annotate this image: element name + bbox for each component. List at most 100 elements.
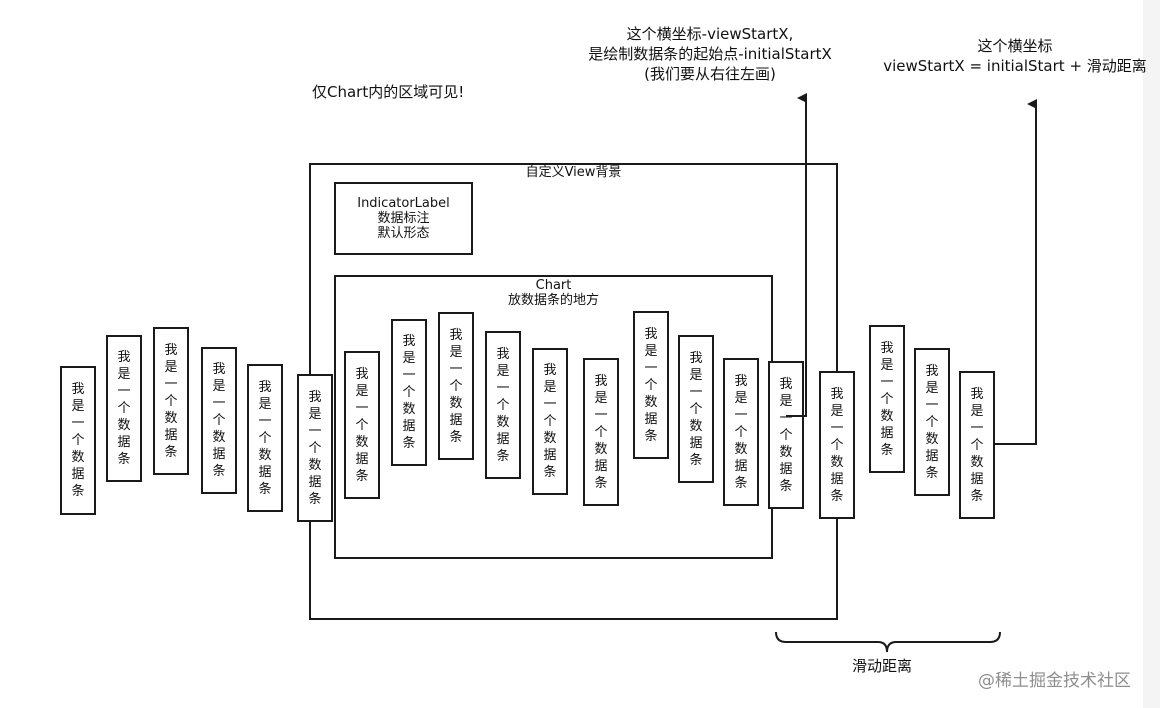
view-start-top-line-1: 这个横坐标-viewStartX, bbox=[626, 25, 794, 43]
bar-character: 条 bbox=[734, 475, 748, 491]
data-bar: 我是一个数据条 bbox=[391, 319, 427, 466]
indicator-line-3: 默认形态 bbox=[377, 226, 430, 241]
bar-character: 一 bbox=[644, 360, 658, 376]
bar-character: 据 bbox=[164, 427, 178, 443]
data-bar: 我是一个数据条 bbox=[819, 371, 855, 519]
custom-view-title: 自定义View背景 bbox=[525, 165, 622, 180]
bar-character: 个 bbox=[543, 414, 557, 429]
bar-character: 条 bbox=[308, 491, 322, 507]
bar-character: 我 bbox=[689, 350, 703, 366]
bar-character: 个 bbox=[880, 391, 894, 407]
data-bar: 我是一个数据条 bbox=[768, 361, 804, 509]
view-start-right-line-1: 这个横坐标 bbox=[977, 37, 1053, 55]
bar-character: 条 bbox=[496, 448, 510, 464]
bar-character: 一 bbox=[402, 368, 416, 383]
bar-character: 据 bbox=[117, 435, 131, 450]
bar-character: 条 bbox=[258, 481, 272, 497]
bar-character: 数 bbox=[71, 450, 85, 465]
bar-character: 一 bbox=[164, 376, 178, 392]
bar-character: 据 bbox=[734, 458, 748, 474]
bar-character: 我 bbox=[970, 386, 984, 402]
bar-character: 我 bbox=[594, 373, 608, 389]
bar-character: 一 bbox=[925, 397, 939, 413]
bar-character: 数 bbox=[117, 418, 131, 433]
bar-character: 数 bbox=[594, 441, 608, 457]
bar-character: 据 bbox=[258, 464, 272, 480]
bar-character: 数 bbox=[258, 447, 272, 463]
bar-character: 据 bbox=[925, 448, 939, 464]
bar-character: 个 bbox=[258, 430, 272, 446]
bar-character: 条 bbox=[355, 468, 369, 484]
data-bar: 我是一个数据条 bbox=[633, 311, 669, 459]
bar-character: 我 bbox=[830, 386, 844, 402]
bar-character: 是 bbox=[925, 380, 939, 396]
view-start-top-annotation: 这个横坐标-viewStartX, 是绘制数据条的起始点-initialStar… bbox=[570, 24, 850, 84]
bar-character: 是 bbox=[308, 406, 322, 422]
bar-character: 数 bbox=[970, 454, 984, 470]
bar-character: 个 bbox=[449, 378, 463, 394]
bar-character: 是 bbox=[258, 396, 272, 412]
bar-character: 条 bbox=[212, 464, 226, 479]
bar-character: 条 bbox=[779, 478, 793, 494]
slide-distance-brace bbox=[775, 631, 1001, 653]
bar-character: 我 bbox=[734, 373, 748, 389]
bar-character: 我 bbox=[355, 366, 369, 382]
bar-character: 个 bbox=[925, 414, 939, 430]
bar-character: 一 bbox=[689, 384, 703, 400]
bar-character: 我 bbox=[164, 342, 178, 358]
bar-character: 是 bbox=[594, 390, 608, 406]
bar-character: 个 bbox=[644, 377, 658, 393]
bar-character: 据 bbox=[308, 474, 322, 490]
bar-character: 条 bbox=[543, 465, 557, 480]
bar-character: 我 bbox=[496, 346, 510, 362]
bar-character: 是 bbox=[734, 390, 748, 406]
bar-character: 数 bbox=[880, 408, 894, 424]
bar-character: 数 bbox=[689, 418, 703, 434]
bar-character: 我 bbox=[71, 382, 85, 397]
bar-character: 个 bbox=[117, 401, 131, 416]
data-bar: 我是一个数据条 bbox=[344, 351, 380, 499]
bar-character: 个 bbox=[594, 424, 608, 440]
bar-character: 个 bbox=[212, 413, 226, 428]
data-bar: 我是一个数据条 bbox=[153, 327, 189, 475]
bar-character: 条 bbox=[164, 444, 178, 460]
bar-character: 条 bbox=[644, 428, 658, 444]
bar-character: 个 bbox=[496, 397, 510, 413]
bar-character: 一 bbox=[449, 361, 463, 377]
data-bar: 我是一个数据条 bbox=[247, 364, 283, 512]
bar-character: 一 bbox=[496, 380, 510, 396]
bar-character: 数 bbox=[308, 457, 322, 473]
bar-character: 数 bbox=[402, 402, 416, 417]
bar-character: 数 bbox=[355, 434, 369, 450]
bar-character: 条 bbox=[594, 475, 608, 491]
bar-character: 是 bbox=[117, 367, 131, 382]
bar-character: 数 bbox=[830, 454, 844, 470]
data-bar: 我是一个数据条 bbox=[60, 366, 96, 515]
bar-character: 一 bbox=[308, 423, 322, 439]
data-bar: 我是一个数据条 bbox=[583, 358, 619, 506]
bar-character: 是 bbox=[71, 399, 85, 414]
bar-character: 一 bbox=[543, 397, 557, 412]
bar-character: 个 bbox=[308, 440, 322, 456]
bar-character: 一 bbox=[258, 413, 272, 429]
bar-character: 是 bbox=[689, 367, 703, 383]
bar-character: 一 bbox=[71, 416, 85, 431]
data-bar: 我是一个数据条 bbox=[438, 312, 474, 460]
bar-character: 个 bbox=[830, 437, 844, 453]
bar-character: 条 bbox=[830, 488, 844, 504]
bar-character: 条 bbox=[117, 452, 131, 467]
bar-character: 数 bbox=[543, 431, 557, 446]
bar-character: 我 bbox=[258, 379, 272, 395]
view-start-right-line-2: viewStartX = initialStart + 滑动距离 bbox=[883, 57, 1147, 75]
bar-character: 个 bbox=[164, 393, 178, 409]
view-start-right-annotation: 这个横坐标 viewStartX = initialStart + 滑动距离 bbox=[870, 36, 1160, 76]
data-bar: 我是一个数据条 bbox=[959, 371, 995, 519]
bar-character: 是 bbox=[543, 380, 557, 395]
bar-character: 是 bbox=[164, 359, 178, 375]
bar-character: 数 bbox=[779, 444, 793, 460]
bar-character: 数 bbox=[925, 431, 939, 447]
bar-character: 是 bbox=[212, 379, 226, 394]
arrow-to-initial-start bbox=[786, 93, 807, 417]
bar-character: 个 bbox=[970, 437, 984, 453]
